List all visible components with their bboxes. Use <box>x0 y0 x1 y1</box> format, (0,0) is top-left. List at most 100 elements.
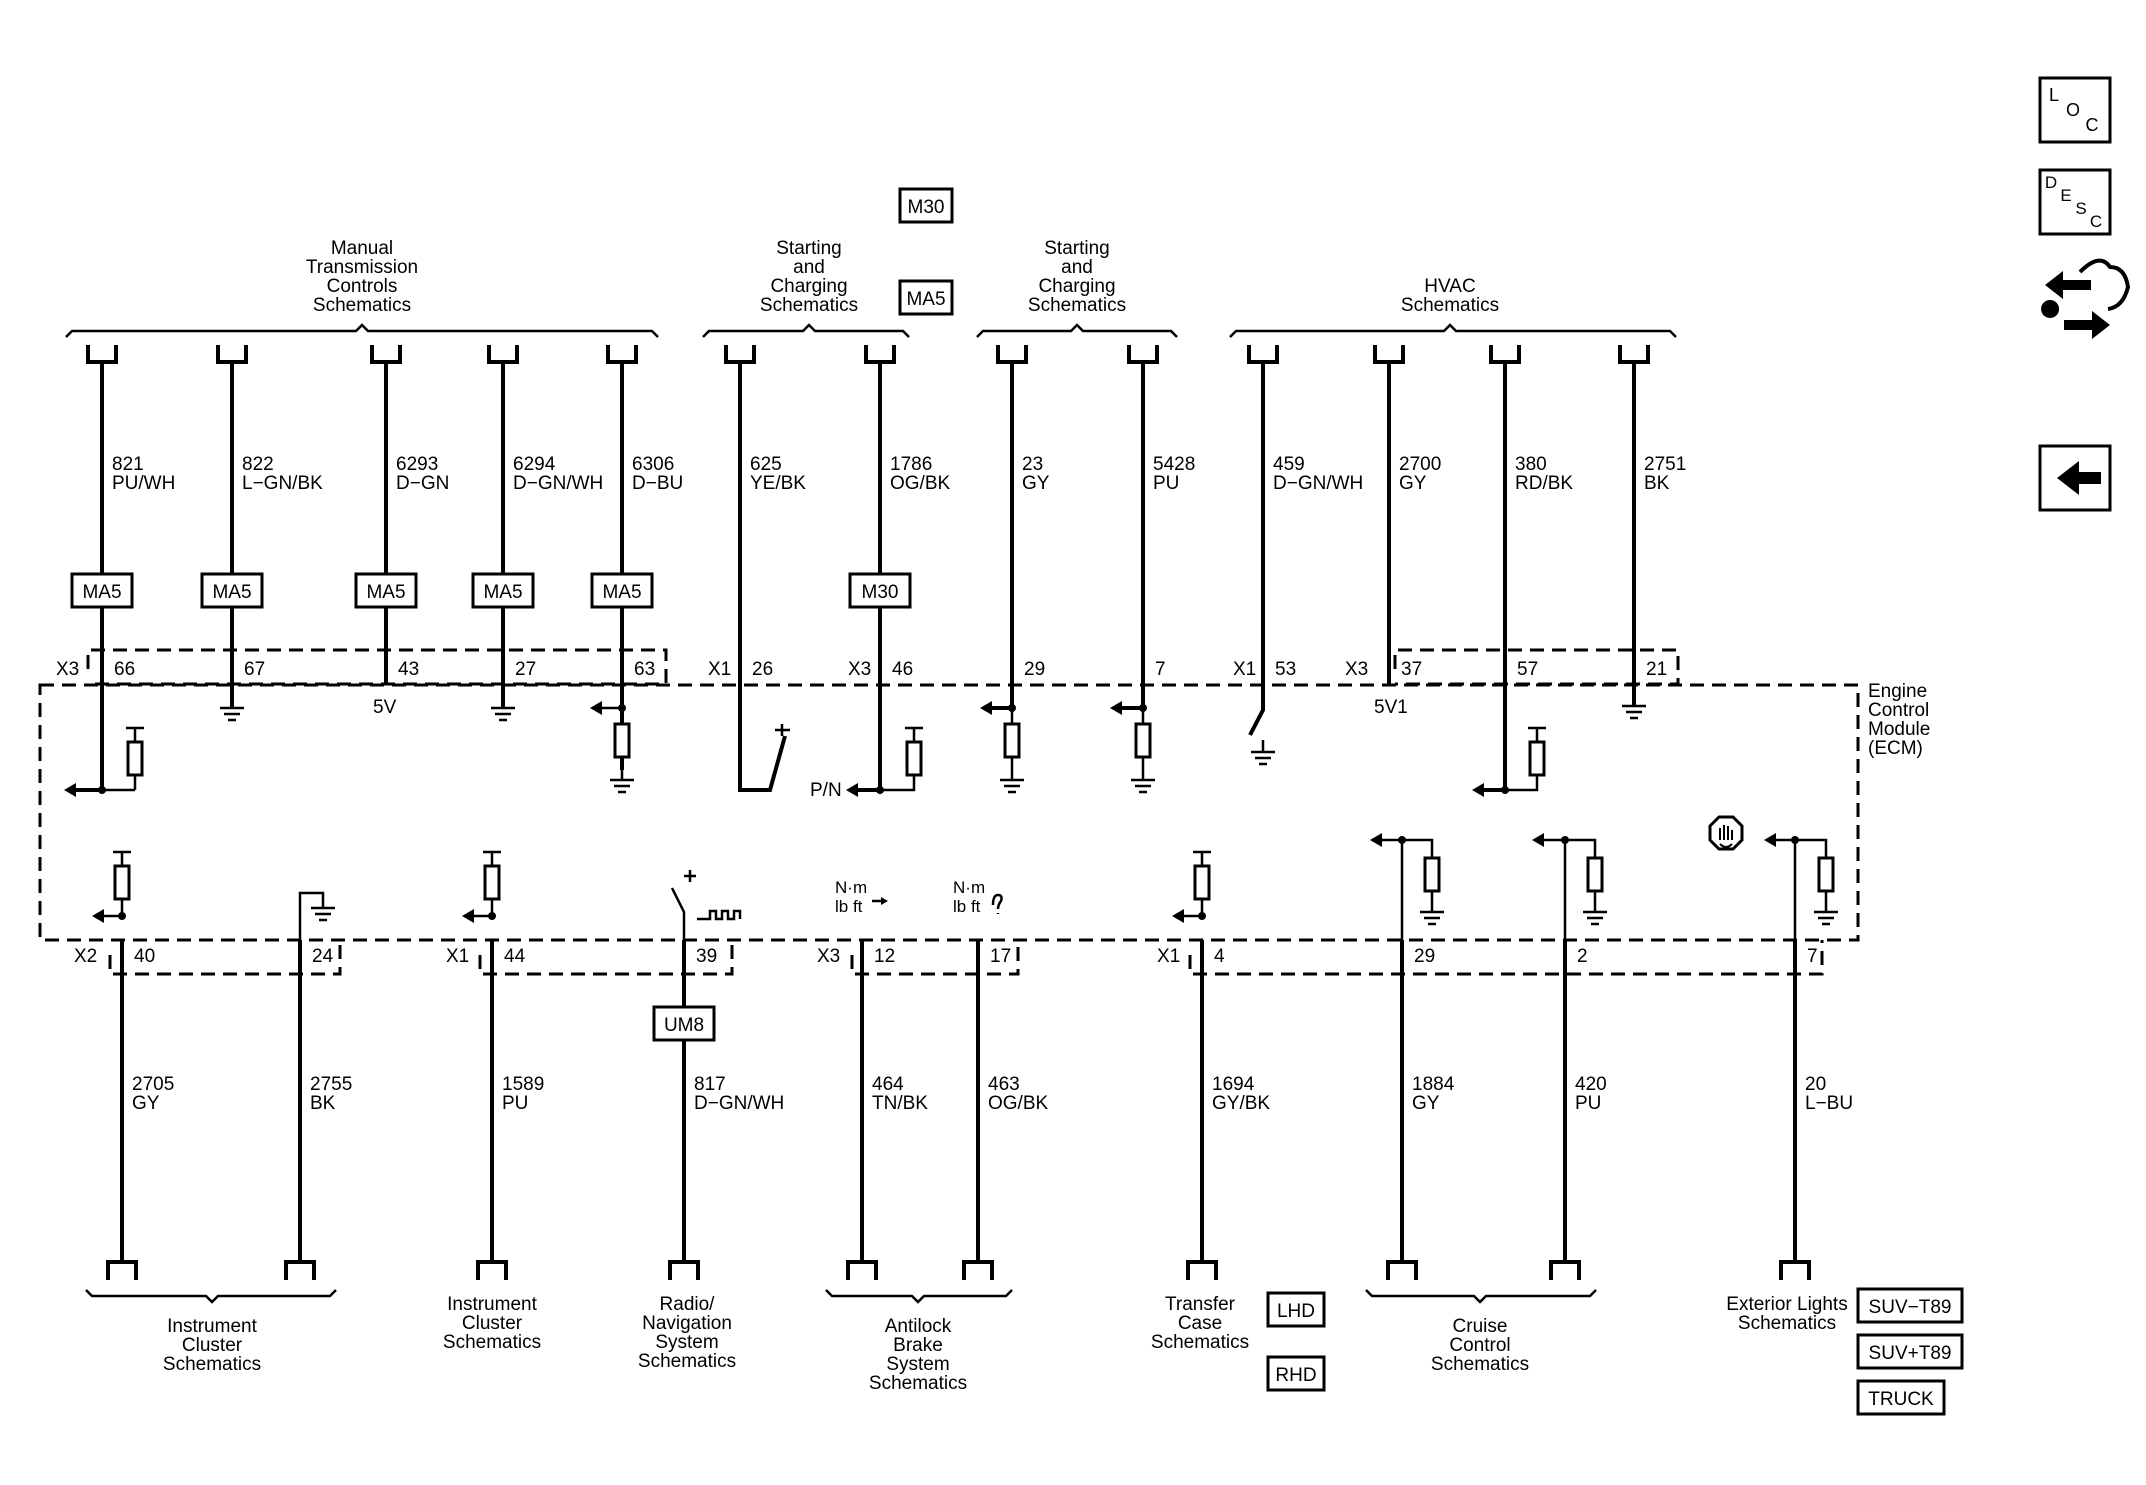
option-badge-ma5: MA5 <box>898 279 954 316</box>
wire-color: GY/BK <box>1212 1093 1270 1114</box>
pin-number: 12 <box>874 946 895 967</box>
svg-text:Starting: Starting <box>1044 238 1109 259</box>
circuit-number: 380 <box>1515 454 1547 475</box>
wire-color: RD/BK <box>1515 473 1573 494</box>
wire-color: OG/BK <box>890 473 951 494</box>
connector-label-top-x3a: X3 <box>56 659 79 680</box>
svg-text:D: D <box>2045 173 2057 192</box>
svg-text:Schematics: Schematics <box>869 1373 967 1394</box>
svg-text:Engine: Engine <box>1868 681 1927 702</box>
svg-text:Schematics: Schematics <box>1431 1354 1529 1375</box>
ecm-circuit-29-top <box>980 684 1024 794</box>
svg-text:UM8: UM8 <box>664 1015 704 1036</box>
circuit-number: 2700 <box>1399 454 1441 475</box>
ecm-circuit-4 <box>1172 850 1211 923</box>
option-badge-suv-minus-t89: SUV−T89 <box>1856 1287 1964 1324</box>
svg-text:M30: M30 <box>862 582 899 603</box>
wire-color: GY <box>1022 473 1050 494</box>
torque-label-lbft-17: lb ft <box>953 897 981 916</box>
svg-text:M30: M30 <box>908 197 945 218</box>
bottom-group-radio-navigation: Radio/ Navigation System Schematics <box>638 1294 736 1372</box>
ecm-circuit-7-bottom <box>1708 815 1838 940</box>
ecm-circuit-46: P/N <box>810 684 923 801</box>
desc-button[interactable]: D E S C <box>2038 168 2112 236</box>
svg-text:Brake: Brake <box>893 1335 943 1356</box>
svg-text:C: C <box>2090 212 2102 231</box>
circuit-number: 6294 <box>513 454 556 475</box>
pin-number: 66 <box>114 659 135 680</box>
wire-color: OG/BK <box>988 1093 1049 1114</box>
circuit-number: 2755 <box>310 1074 352 1095</box>
wire-color: GY <box>132 1093 160 1114</box>
wire-color: GY <box>1399 473 1427 494</box>
svg-text:Instrument: Instrument <box>167 1316 257 1337</box>
circuit-number: 23 <box>1022 454 1043 475</box>
circuit-number: 463 <box>988 1074 1020 1095</box>
wire-color: D−GN/WH <box>694 1093 784 1114</box>
svg-text:MA5: MA5 <box>602 582 641 603</box>
connector-label-top-x1a: X1 <box>708 659 731 680</box>
bottom-group-cruise-control: Cruise Control Schematics <box>1365 1289 1597 1375</box>
ecm-circuit-17: N·m lb ft <box>953 878 1003 916</box>
svg-text:Schematics: Schematics <box>1738 1313 1836 1334</box>
back-button[interactable] <box>2038 444 2112 512</box>
svg-text:SUV−T89: SUV−T89 <box>1869 1297 1952 1318</box>
ecm-circuit-66 <box>64 684 144 797</box>
pin-number: 7 <box>1807 946 1818 967</box>
ecm-circuit-21 <box>1622 684 1646 720</box>
ecm-circuit-26 <box>738 684 790 792</box>
bottom-group-transfer-case: Transfer Case Schematics <box>1151 1294 1249 1353</box>
svg-text:SUV+T89: SUV+T89 <box>1869 1343 1952 1364</box>
svg-text:System: System <box>655 1332 718 1353</box>
top-wires: 821PU/WHMA566822L−GN/BKMA5676293D−GNMA54… <box>70 345 1686 710</box>
circuit-number: 817 <box>694 1074 726 1095</box>
svg-text:TRUCK: TRUCK <box>1868 1389 1934 1410</box>
svg-text:Transfer: Transfer <box>1165 1294 1236 1315</box>
pin-number: 29 <box>1024 659 1045 680</box>
wire-color: BK <box>310 1093 336 1114</box>
svg-text:MA5: MA5 <box>366 582 405 603</box>
svg-text:MA5: MA5 <box>212 582 251 603</box>
loc-button[interactable]: L O C <box>2038 76 2112 144</box>
svg-text:Cluster: Cluster <box>462 1313 523 1334</box>
svg-text:Schematics: Schematics <box>1028 295 1126 316</box>
pin-number: 46 <box>892 659 913 680</box>
circuit-number: 459 <box>1273 454 1305 475</box>
pin-number: 43 <box>398 659 419 680</box>
connector-label-bottom-x2: X2 <box>74 946 97 967</box>
circuit-number: 821 <box>112 454 144 475</box>
pin-number: 67 <box>244 659 265 680</box>
svg-text:Module: Module <box>1868 719 1930 740</box>
pin-number: 29 <box>1414 946 1435 967</box>
circuit-number: 1786 <box>890 454 932 475</box>
svg-text:MA5: MA5 <box>906 289 945 310</box>
circuit-number: 625 <box>750 454 782 475</box>
svg-text:Controls: Controls <box>327 276 398 297</box>
torque-label-nm-12: N·m <box>835 878 867 897</box>
top-group-manual-transmission: Manual Transmission Controls Schematics <box>65 238 659 338</box>
wire-option-badge: UM8 <box>652 1005 716 1042</box>
wire-color: TN/BK <box>872 1093 928 1114</box>
circuit-number: 2705 <box>132 1074 174 1095</box>
pin-number: 37 <box>1401 659 1422 680</box>
ecm-boundary <box>38 683 1860 942</box>
wire-color: PU <box>502 1093 528 1114</box>
svg-text:LHD: LHD <box>1277 1301 1315 1322</box>
svg-text:Exterior Lights: Exterior Lights <box>1726 1294 1847 1315</box>
svg-text:C: C <box>2086 115 2099 135</box>
wire-color: YE/BK <box>750 473 806 494</box>
svg-text:Starting: Starting <box>776 238 841 259</box>
svg-text:Schematics: Schematics <box>443 1332 541 1353</box>
troubleshooting-icon[interactable] <box>2041 258 2131 339</box>
